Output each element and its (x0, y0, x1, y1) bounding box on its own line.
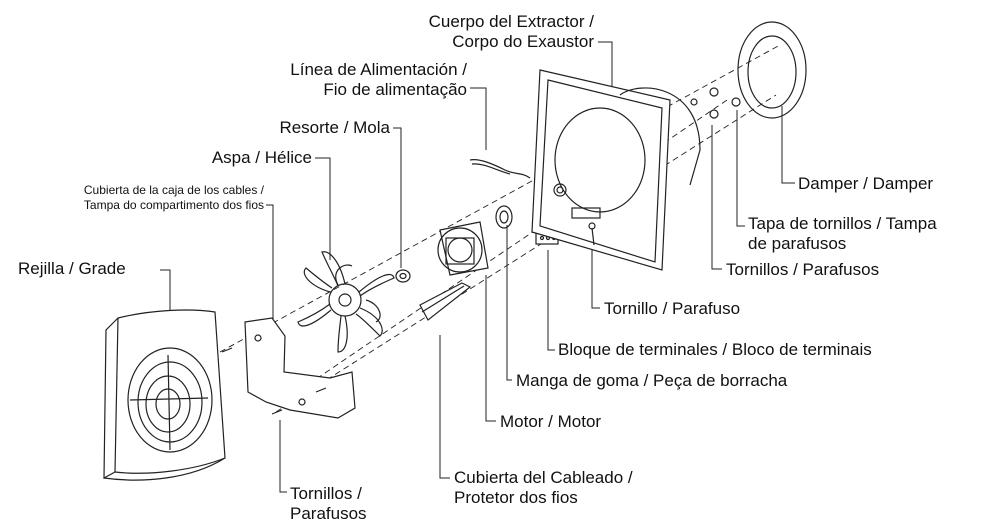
label-cable-cover: Cubierta del Cableado / Protetor dos fio… (454, 468, 633, 508)
label-motor: Motor / Motor (500, 412, 601, 432)
label-fan-blade-line1: Aspa / Hélice (211, 148, 312, 167)
label-screws-right-line1: Tornillos / Parafusos (726, 260, 880, 279)
rubber-sleeve-part (495, 205, 513, 229)
label-screw-cap-line2: de parafusos (748, 234, 847, 253)
label-screws-right: Tornillos / Parafusos (726, 260, 879, 280)
leader-lines (160, 41, 795, 493)
screws-left-part (221, 347, 327, 415)
label-power-line-line1: Línea de Alimentación / (290, 60, 467, 79)
label-fan-blade: Aspa / Hélice (180, 148, 312, 168)
label-screw-cap: Tapa de tornillos / Tampa de parafusos (748, 214, 937, 254)
label-wire-box-cover-line1: Cubierta de la caja de los cables / (83, 183, 264, 197)
label-screw: Tornillo / Parafuso (604, 299, 740, 319)
label-terminal-block-line1: Bloque de terminales / Bloco de terminai… (558, 340, 872, 359)
label-screws-left-line1: Tornillos / (290, 484, 362, 503)
label-spring-line1: Resorte / Mola (279, 118, 390, 137)
cable-cover-part (419, 282, 472, 321)
fan-blade-part (297, 251, 395, 353)
label-extractor-body: Cuerpo del Extractor / Corpo do Exaustor (400, 12, 594, 52)
label-screw-cap-line1: Tapa de tornillos / Tampa (748, 214, 937, 233)
label-damper: Damper / Damper (798, 174, 933, 194)
label-grille-line1: Rejilla / Grade (18, 259, 126, 278)
label-screws-left: Tornillos / Parafusos (290, 484, 367, 524)
label-cable-cover-line2: Protetor dos fios (454, 488, 578, 507)
label-rubber-sleeve-line1: Manga de goma / Peça de borracha (516, 371, 788, 390)
label-damper-line1: Damper / Damper (798, 174, 934, 193)
label-rubber-sleeve: Manga de goma / Peça de borracha (516, 371, 787, 391)
label-wire-box-cover-line2: Tampa do compartimento dos fios (83, 198, 264, 212)
screws-right-part (588, 87, 741, 246)
damper-part (737, 21, 807, 119)
label-power-line: Línea de Alimentación / Fio de alimentaç… (262, 60, 467, 100)
spring-part (395, 269, 411, 283)
label-power-line-line2: Fio de alimentação (323, 80, 467, 99)
label-extractor-body-line2: Corpo do Exaustor (452, 32, 594, 51)
label-terminal-block: Bloque de terminales / Bloco de terminai… (558, 340, 872, 360)
label-cable-cover-line1: Cubierta del Cableado / (454, 468, 633, 487)
label-extractor-body-line1: Cuerpo del Extractor / (428, 12, 594, 31)
power-line-part (469, 159, 531, 179)
label-spring: Resorte / Mola (240, 118, 390, 138)
label-wire-box-cover: Cubierta de la caja de los cables / Tamp… (4, 183, 264, 213)
extractor-body-part (531, 69, 701, 271)
wire-box-cover-part (244, 317, 356, 419)
motor-part (437, 221, 489, 276)
label-grille: Rejilla / Grade (18, 259, 126, 279)
grille-part (103, 309, 226, 481)
label-motor-line1: Motor / Motor (500, 412, 602, 431)
label-screw-line1: Tornillo / Parafuso (604, 299, 741, 318)
label-screws-left-line2: Parafusos (290, 504, 367, 523)
